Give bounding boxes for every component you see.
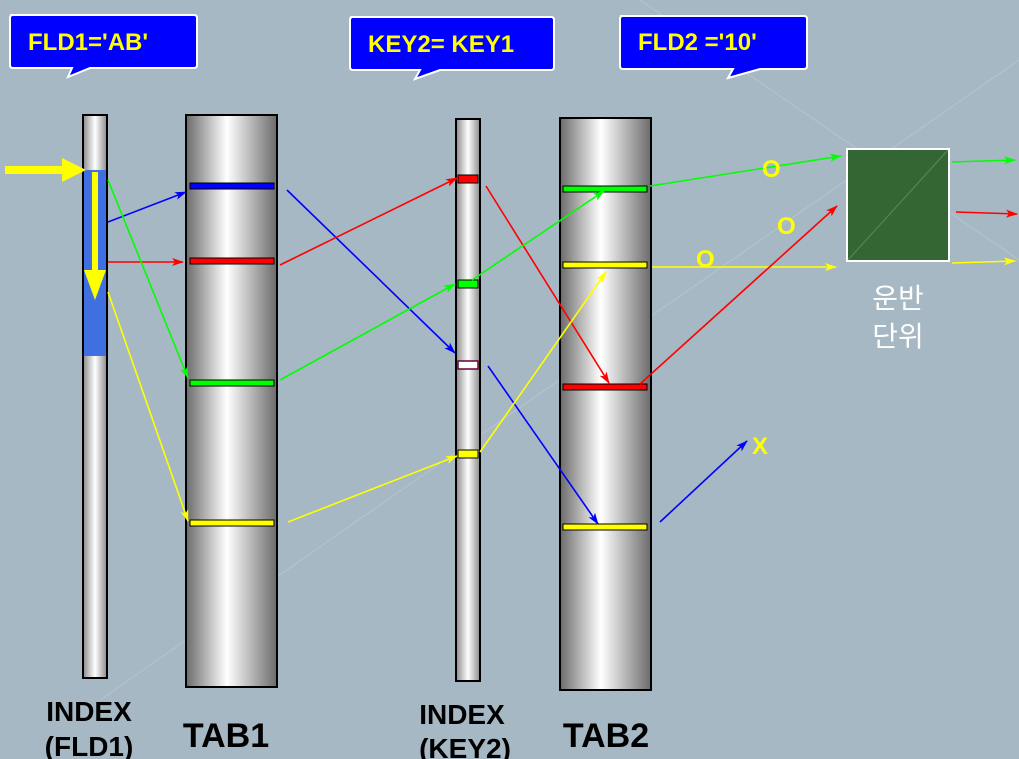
- index2-label-line2: (KEY2): [419, 733, 511, 759]
- index2-entry-red: [457, 174, 479, 184]
- arrow-yellow-1: [107, 291, 189, 522]
- tab2-row-yellow-bottom: [562, 523, 648, 531]
- index-fld1-column: [5, 114, 108, 679]
- tab2-row-red: [562, 383, 648, 391]
- tab1-row-blue: [189, 182, 275, 190]
- scan-start-arrow-icon: [62, 158, 86, 182]
- arrow-green-out: [951, 156, 1016, 165]
- arrow-green-3: [471, 190, 605, 281]
- result-mark-green: O: [762, 156, 781, 183]
- output-unit-label-line2: 단위: [872, 320, 924, 353]
- arrows-tab2-to-output: [639, 153, 842, 523]
- tab2-row-yellow-top: [562, 261, 648, 269]
- output-unit-label-line1: 운반: [872, 282, 924, 315]
- tab1-label: TAB1: [183, 717, 269, 755]
- arrow-blue-1: [107, 191, 187, 223]
- output-unit-box: [846, 148, 950, 262]
- arrow-blue-2: [286, 189, 456, 354]
- callout-key2-text: KEY2= KEY1: [368, 31, 514, 58]
- arrow-green-4: [649, 153, 842, 187]
- callout-fld2: FLD2 ='10': [619, 15, 808, 80]
- callout-fld1-text: FLD1='AB': [28, 29, 148, 56]
- tab1-row-yellow: [189, 519, 275, 527]
- arrow-blue-4: [659, 440, 748, 523]
- tab1-column: [185, 114, 278, 688]
- arrows-index1-to-tab1: [107, 179, 189, 522]
- arrow-red-4: [639, 205, 838, 385]
- callout-key2: KEY2= KEY1: [349, 16, 555, 81]
- index2-entry-green: [457, 279, 479, 289]
- tab2-label: TAB2: [563, 717, 649, 755]
- arrows-tab1-to-index2: [279, 177, 458, 523]
- arrow-yellow-out: [951, 257, 1016, 266]
- index-key2-column: [455, 118, 481, 682]
- result-mark-red: O: [777, 213, 796, 240]
- tab1-row-red: [189, 257, 275, 265]
- arrow-red-3: [485, 185, 610, 384]
- arrows-index2-to-tab2: [471, 185, 610, 525]
- tab1-row-green: [189, 379, 275, 387]
- scan-direction-arrow-icon: [84, 270, 106, 300]
- index2-entry-yellow: [457, 449, 479, 459]
- result-mark-blue: X: [752, 433, 768, 460]
- arrow-green-1: [107, 179, 189, 379]
- index2-entry-empty: [457, 360, 479, 370]
- tab2-row-green: [562, 185, 648, 193]
- arrow-red-2: [279, 177, 458, 266]
- index1-label-line1: INDEX: [46, 696, 132, 727]
- result-mark-yellow: O: [696, 246, 715, 273]
- index1-label-line2: (FLD1): [45, 731, 134, 759]
- arrow-blue-3: [487, 365, 599, 525]
- callout-fld1: FLD1='AB': [9, 14, 198, 79]
- arrows-output-out: [951, 156, 1018, 266]
- callout-fld2-text: FLD2 ='10': [638, 29, 757, 56]
- index2-label-line1: INDEX: [419, 699, 505, 730]
- arrow-yellow-3: [479, 271, 607, 453]
- arrow-red-out: [955, 209, 1018, 218]
- arrow-green-2: [279, 283, 456, 381]
- arrow-yellow-2: [287, 455, 458, 523]
- tab2-column: [559, 117, 652, 691]
